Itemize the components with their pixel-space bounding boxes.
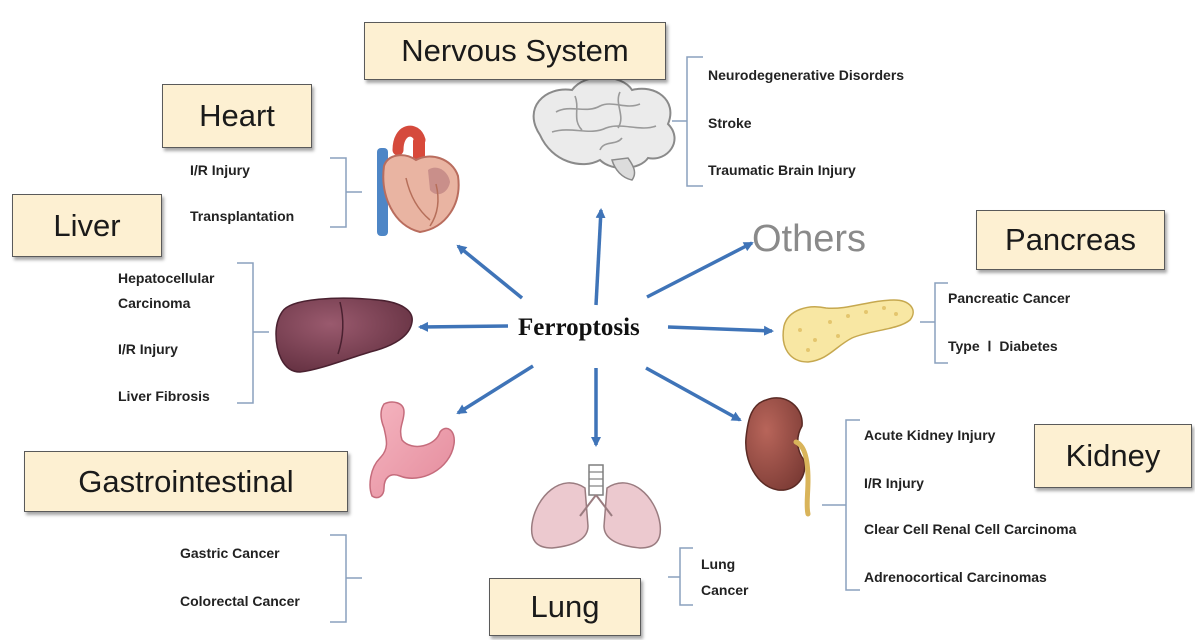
pancreas-item-1: Pancreatic Cancer [948, 289, 1070, 307]
brain-illustration [534, 77, 675, 180]
heart-illustration [377, 131, 459, 236]
liver-illustration [276, 298, 412, 372]
nervous-system-box: Nervous System [364, 22, 666, 80]
liver-item-1a: Hepatocellular [118, 269, 214, 287]
liver-item-2: I/R Injury [118, 340, 178, 358]
pancreas-item-2: Type Ⅰ Diabetes [948, 337, 1058, 355]
lung-box: Lung [489, 578, 641, 636]
liver-box: Liver [12, 194, 162, 257]
nervous-bracket [672, 57, 703, 186]
arrow-to-liver [420, 326, 508, 327]
gastro-item-2: Colorectal Cancer [180, 592, 300, 610]
kidney-item-2: I/R Injury [864, 474, 924, 492]
liver-item-1b: Carcinoma [118, 294, 190, 312]
lung-item-1a: Lung [701, 555, 735, 573]
nervous-item-2: Stroke [708, 114, 752, 132]
liver-item-3: Liver Fibrosis [118, 387, 210, 405]
arrow-to-pancreas [668, 327, 772, 331]
lung-bracket [668, 548, 693, 605]
arrow-to-heart [458, 246, 522, 298]
heart-box: Heart [162, 84, 312, 148]
center-label: Ferroptosis [518, 314, 640, 342]
heart-item-1: I/R Injury [190, 161, 250, 179]
nervous-item-3: Traumatic Brain Injury [708, 161, 856, 179]
lungs-illustration [532, 465, 661, 548]
others-label: Others [752, 218, 866, 261]
heart-bracket [330, 158, 362, 227]
kidney-item-3: Clear Cell Renal Cell Carcinoma [864, 520, 1076, 538]
gastrointestinal-box: Gastrointestinal [24, 451, 348, 512]
arrow-to-nervous-system [596, 210, 601, 305]
lung-item-1b: Cancer [701, 581, 748, 599]
kidney-item-4: Adrenocortical Carcinomas [864, 568, 1047, 586]
liver-bracket [237, 263, 269, 403]
nervous-item-1: Neurodegenerative Disorders [708, 66, 904, 84]
kidney-item-1: Acute Kidney Injury [864, 426, 995, 444]
pancreas-box: Pancreas [976, 210, 1165, 270]
arrow-to-gastrointestinal [458, 366, 533, 413]
pancreas-illustration [783, 300, 913, 362]
heart-item-2: Transplantation [190, 207, 294, 225]
arrow-to-kidney [646, 368, 740, 420]
gastro-bracket [330, 535, 362, 622]
stomach-illustration [370, 402, 454, 498]
gastro-item-1: Gastric Cancer [180, 544, 280, 562]
kidney-bracket [822, 420, 860, 590]
kidney-box: Kidney [1034, 424, 1192, 488]
pancreas-bracket [920, 283, 948, 363]
arrow-to-others [647, 243, 752, 297]
kidney-illustration [746, 398, 808, 514]
